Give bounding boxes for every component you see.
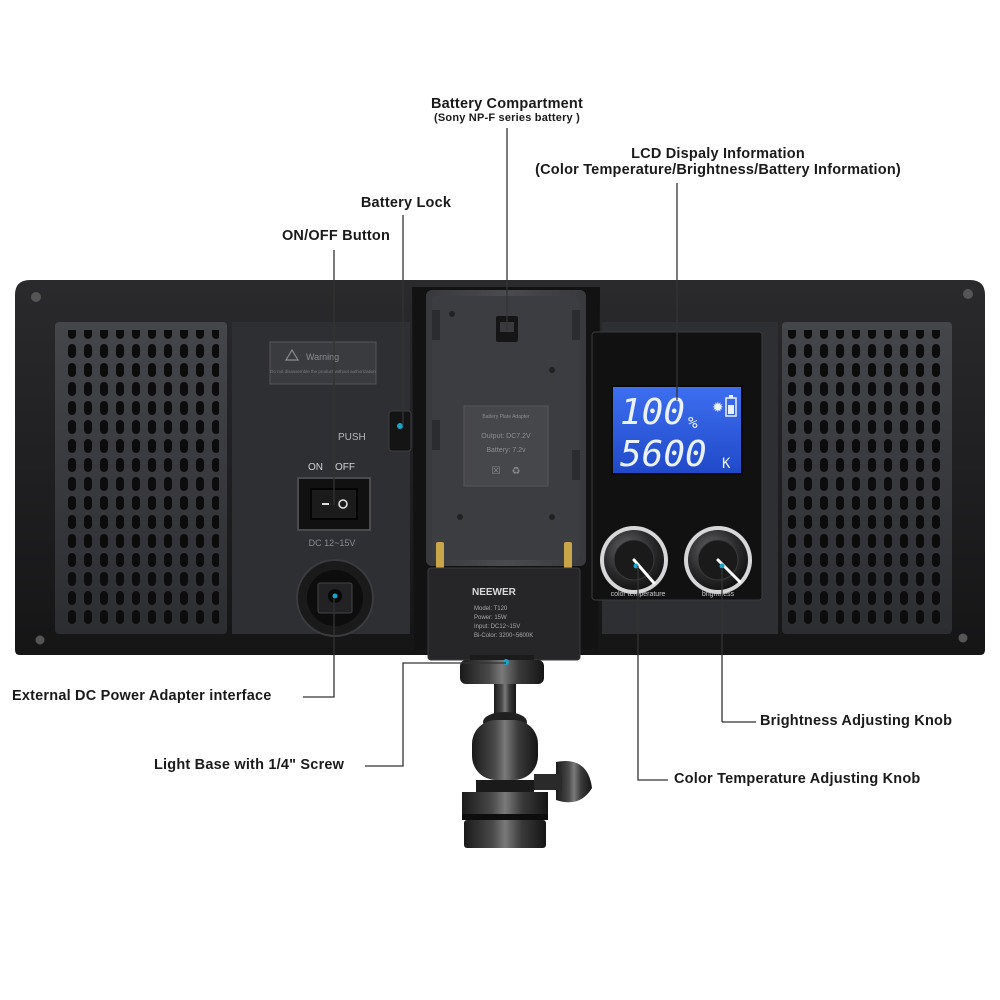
- ball-head-mount: [460, 655, 592, 848]
- indicator-dot-icon: [397, 423, 403, 429]
- lcd-brightness-value: 100: [620, 392, 685, 433]
- dc-power-jack[interactable]: [296, 559, 374, 637]
- nameplate: NEEWER Model: T120 Power: 15W Input: DC1…: [427, 567, 581, 661]
- lcd-brightness-unit: %: [688, 413, 698, 432]
- plate-output: Output: DC7.2V: [481, 433, 531, 440]
- warning-text: Do not disassemble the product without a…: [270, 369, 376, 374]
- recycle-bin-icon: ☒: [492, 466, 501, 477]
- brightness-knob[interactable]: [684, 526, 752, 594]
- nameplate-power: Power: 15W: [474, 615, 507, 621]
- plate-title: Battery Plate Adapter: [482, 414, 530, 420]
- warning-label: Warning Do not disassemble the product w…: [269, 341, 377, 385]
- light-panel: Warning Do not disassemble the product w…: [15, 280, 985, 661]
- on-label: ON: [308, 462, 323, 473]
- knob-right-label: brightness: [702, 591, 735, 598]
- screw-icon: [958, 633, 968, 643]
- plate-battery: Battery: 7.2v: [486, 447, 526, 454]
- callout-light-base: Light Base with 1/4" Screw: [154, 757, 345, 773]
- callout-battery-compartment: Battery Compartment (Sony NP-F series ba…: [430, 96, 584, 124]
- lcd-temperature-value: 5600: [620, 434, 707, 475]
- nameplate-model: Model: T120: [474, 606, 508, 612]
- battery-level-icon: [725, 395, 737, 417]
- screw-icon: [35, 635, 45, 645]
- brand-logo: NEEWER: [472, 587, 517, 598]
- off-label: OFF: [335, 462, 355, 473]
- lcd-temperature-unit: K: [722, 456, 731, 472]
- nameplate-bicolor: Bi-Color: 3200~5600K: [474, 633, 533, 639]
- battery-lock-button[interactable]: [388, 410, 412, 452]
- battery-compartment: Battery Plate Adapter Output: DC7.2V Bat…: [412, 287, 600, 650]
- callout-leader-lines: [303, 128, 756, 781]
- callout-on-off-button: ON/OFF Button: [281, 228, 391, 244]
- callout-brightness-knob: Brightness Adjusting Knob: [760, 713, 953, 729]
- color-temperature-knob[interactable]: [600, 526, 668, 594]
- screw-icon: [31, 292, 41, 302]
- indicator-dot-icon: [633, 563, 639, 569]
- screw-icon: [963, 289, 973, 299]
- right-vent-grille: [782, 322, 952, 634]
- nameplate-input: Input: DC12~15V: [474, 624, 520, 630]
- indicator-dot-icon: [332, 593, 338, 599]
- callout-color-temp-knob: Color Temperature Adjusting Knob: [674, 771, 921, 787]
- indicator-dot-icon: [503, 659, 509, 665]
- callout-battery-lock: Battery Lock: [360, 195, 452, 211]
- recycle-icon: ♻: [512, 466, 521, 477]
- warning-title: Warning: [306, 352, 339, 362]
- dc-voltage-label: DC 12~15V: [309, 538, 356, 548]
- left-vent-grille: [55, 322, 227, 634]
- callout-dc-interface: External DC Power Adapter interface: [12, 688, 272, 704]
- brightness-sun-icon: ✹: [712, 399, 724, 415]
- lcd-display: 100 % ✹ 5600 K: [611, 385, 743, 475]
- push-label: PUSH: [338, 432, 366, 443]
- callout-lcd-info: LCD Dispaly Information (Color Temperatu…: [535, 146, 901, 178]
- indicator-dot-icon: [719, 563, 725, 569]
